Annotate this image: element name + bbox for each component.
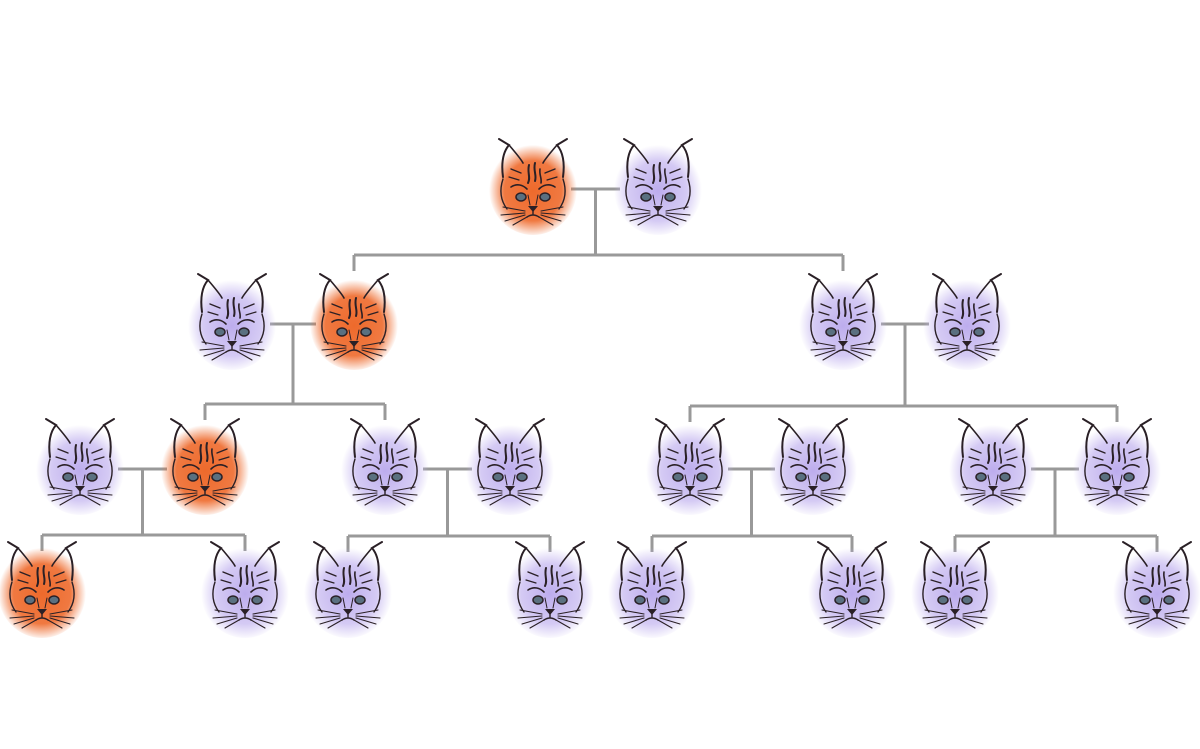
lynx-purple-icon bbox=[608, 541, 696, 638]
lynx-purple-icon bbox=[201, 541, 289, 638]
lynx-purple-icon bbox=[341, 418, 429, 515]
lynx-purple-icon bbox=[614, 138, 702, 235]
lynx-purple-icon bbox=[36, 418, 124, 515]
lynx-purple-icon bbox=[1073, 418, 1161, 515]
lynx-purple-icon bbox=[949, 418, 1037, 515]
lynx-purple-icon bbox=[769, 418, 857, 515]
lynx-purple-icon bbox=[808, 541, 896, 638]
lynx-orange-icon bbox=[0, 541, 86, 638]
lynx-orange-icon bbox=[489, 138, 577, 235]
lynx-purple-icon bbox=[646, 418, 734, 515]
lynx-purple-icon bbox=[1113, 541, 1200, 638]
lynx-orange-icon bbox=[161, 418, 249, 515]
lynx-nodes bbox=[0, 138, 1200, 638]
lynx-orange-icon bbox=[310, 273, 398, 370]
lynx-purple-icon bbox=[466, 418, 554, 515]
lynx-purple-icon bbox=[923, 273, 1011, 370]
lynx-purple-icon bbox=[304, 541, 392, 638]
connector-lines bbox=[40, 187, 1159, 552]
lynx-purple-icon bbox=[188, 273, 276, 370]
lynx-purple-icon bbox=[506, 541, 594, 638]
lynx-purple-icon bbox=[911, 541, 999, 638]
lynx-purple-icon bbox=[799, 273, 887, 370]
